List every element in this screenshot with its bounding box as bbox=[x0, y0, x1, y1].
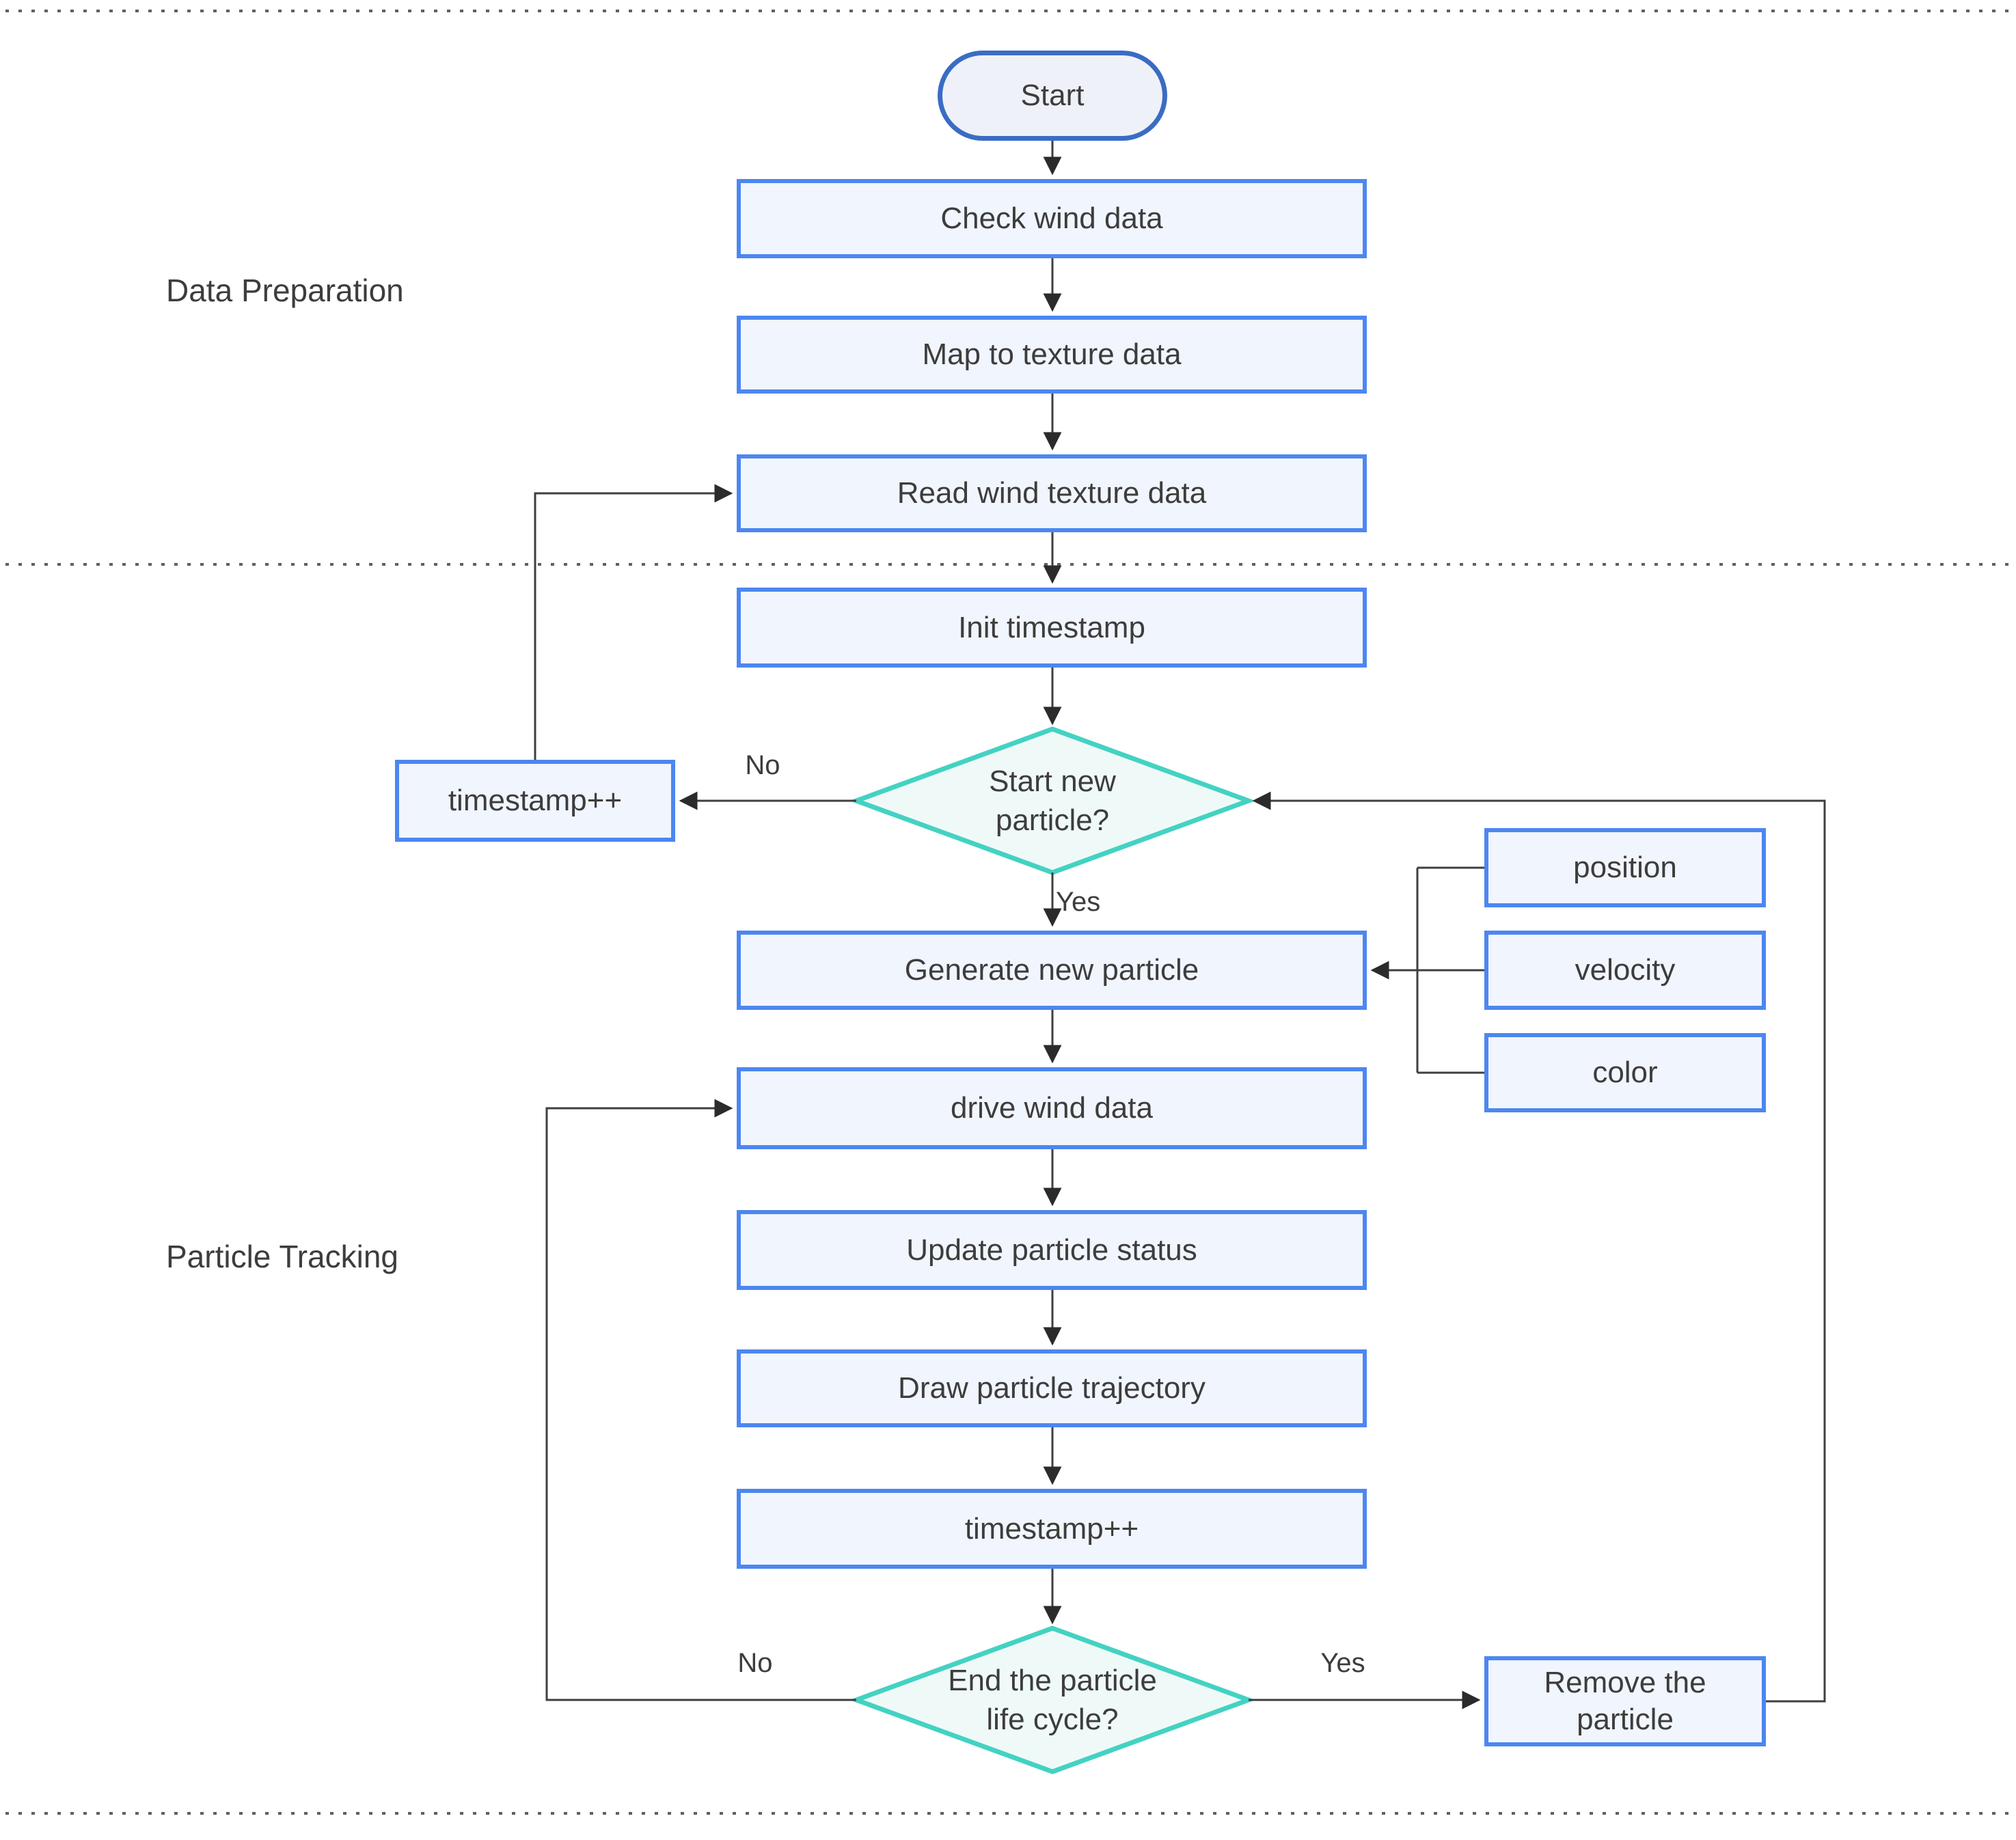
node-start-label: Start bbox=[1020, 79, 1085, 113]
edge-label-start-new-yes: Yes bbox=[1056, 887, 1101, 917]
node-position-label: position bbox=[1573, 851, 1677, 885]
node-generate-new-particle: Generate new particle bbox=[737, 931, 1367, 1010]
connector-timestamp-to-read-loop bbox=[534, 484, 733, 760]
edge-label-start-new-no: No bbox=[745, 750, 780, 780]
edge-label-end-no: No bbox=[737, 1648, 773, 1678]
node-velocity-label: velocity bbox=[1575, 953, 1676, 987]
node-velocity: velocity bbox=[1484, 931, 1766, 1010]
decision-end-life-cycle bbox=[849, 1625, 1256, 1774]
node-start: Start bbox=[938, 51, 1167, 141]
node-timestamp-increment-left-label: timestamp++ bbox=[448, 784, 623, 818]
node-drive-wind-data: drive wind data bbox=[737, 1067, 1367, 1149]
node-draw-particle-trajectory-label: Draw particle trajectory bbox=[898, 1371, 1205, 1405]
node-map-to-texture-data-label: Map to texture data bbox=[922, 338, 1182, 372]
node-color: color bbox=[1484, 1033, 1766, 1112]
section-label-particle-tracking: Particle Tracking bbox=[166, 1239, 399, 1274]
node-map-to-texture-data: Map to texture data bbox=[737, 316, 1367, 394]
node-init-timestamp-label: Init timestamp bbox=[958, 610, 1145, 644]
node-timestamp-increment-left: timestamp++ bbox=[395, 760, 675, 842]
node-drive-wind-data-label: drive wind data bbox=[951, 1091, 1153, 1125]
node-position: position bbox=[1484, 828, 1766, 907]
node-init-timestamp: Init timestamp bbox=[737, 588, 1367, 668]
node-timestamp-increment-label: timestamp++ bbox=[964, 1511, 1139, 1546]
connector-remove-loop-to-decision bbox=[1252, 791, 1826, 1703]
section-label-data-preparation: Data Preparation bbox=[166, 273, 404, 308]
edge-label-end-yes: Yes bbox=[1320, 1648, 1365, 1678]
node-draw-particle-trajectory: Draw particle trajectory bbox=[737, 1349, 1367, 1427]
node-color-label: color bbox=[1592, 1056, 1658, 1090]
node-generate-new-particle-label: Generate new particle bbox=[904, 953, 1199, 987]
node-read-wind-texture-data-label: Read wind texture data bbox=[897, 476, 1207, 510]
connector-end-no-loop bbox=[545, 1099, 856, 1701]
node-update-particle-status: Update particle status bbox=[737, 1210, 1367, 1290]
node-timestamp-increment: timestamp++ bbox=[737, 1489, 1367, 1569]
node-remove-the-particle: Remove the particle bbox=[1484, 1656, 1766, 1746]
node-remove-the-particle-label: Remove the particle bbox=[1544, 1666, 1706, 1736]
node-check-wind-data-label: Check wind data bbox=[940, 202, 1163, 236]
decision-start-new-particle bbox=[849, 726, 1256, 875]
node-read-wind-texture-data: Read wind texture data bbox=[737, 454, 1367, 532]
node-update-particle-status-label: Update particle status bbox=[906, 1233, 1197, 1267]
node-check-wind-data: Check wind data bbox=[737, 179, 1367, 258]
